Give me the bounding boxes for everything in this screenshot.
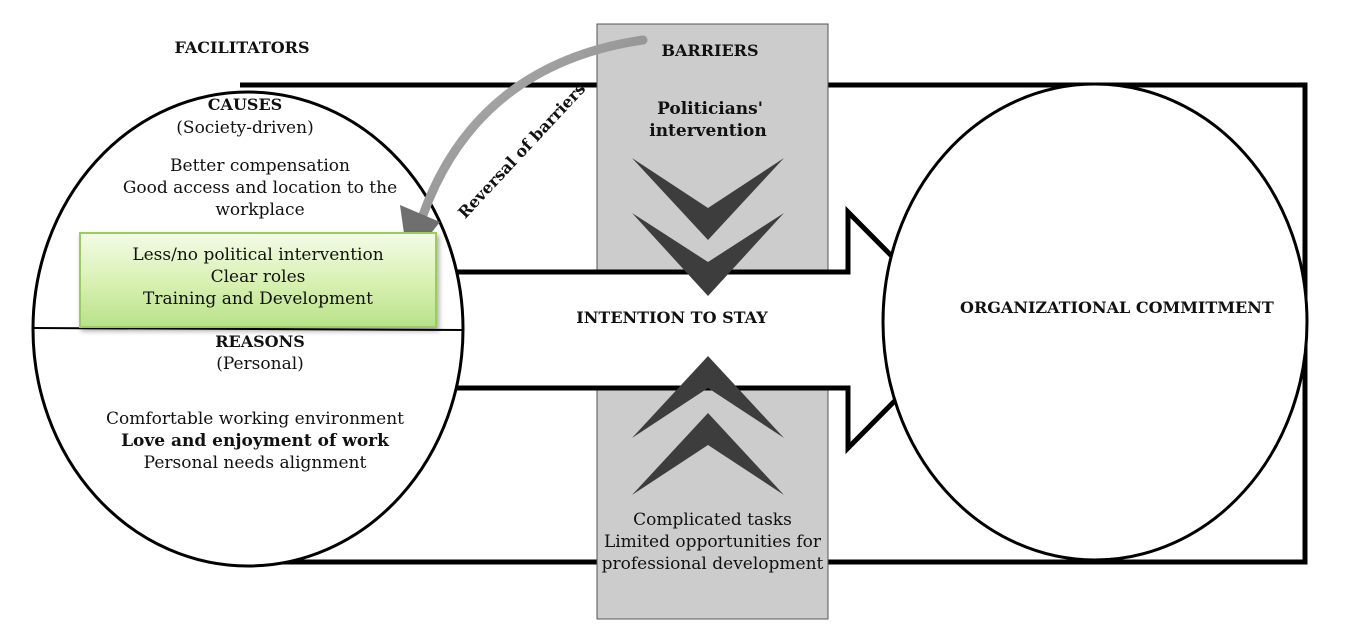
facilitators-title: FACILITATORS <box>174 38 310 57</box>
barrier-item: intervention <box>649 121 767 141</box>
barrier-item: Limited opportunities for <box>603 532 822 552</box>
chevron-down-icon <box>632 158 784 240</box>
barrier-item: Politicians' <box>657 99 763 119</box>
chevron-down-icon <box>632 213 784 296</box>
barrier-item: professional development <box>601 554 824 574</box>
causes-title: CAUSES <box>207 95 283 114</box>
chevron-up-icon <box>632 356 784 438</box>
reasons-item: Love and enjoyment of work <box>121 431 389 451</box>
barriers-title: BARRIERS <box>661 41 759 60</box>
causes-item: Better compensation <box>170 156 350 176</box>
causes-item: Good access and location to the <box>122 178 398 198</box>
barrier-item: Complicated tasks <box>633 510 792 530</box>
organizational-commitment-label: ORGANIZATIONAL COMMITMENT <box>960 298 1274 317</box>
intention-to-stay-label: INTENTION TO STAY <box>576 308 768 327</box>
causes-subtitle: (Society-driven) <box>176 118 314 138</box>
reasons-subtitle: (Personal) <box>216 354 304 374</box>
chevron-up-icon <box>632 413 784 495</box>
highlighted-item: Less/no political intervention <box>132 245 384 265</box>
commitment-circle <box>881 82 1309 562</box>
facilitators-divider <box>32 327 464 331</box>
highlighted-item: Clear roles <box>210 267 306 287</box>
reasons-item: Personal needs alignment <box>143 453 367 473</box>
reasons-title: REASONS <box>215 332 305 351</box>
reasons-item: Comfortable working environment <box>106 409 404 429</box>
reversal-arrow <box>413 35 648 235</box>
political-intervention-highlight <box>79 232 437 328</box>
causes-item: workplace <box>215 200 305 220</box>
highlighted-item: Training and Development <box>143 289 373 309</box>
